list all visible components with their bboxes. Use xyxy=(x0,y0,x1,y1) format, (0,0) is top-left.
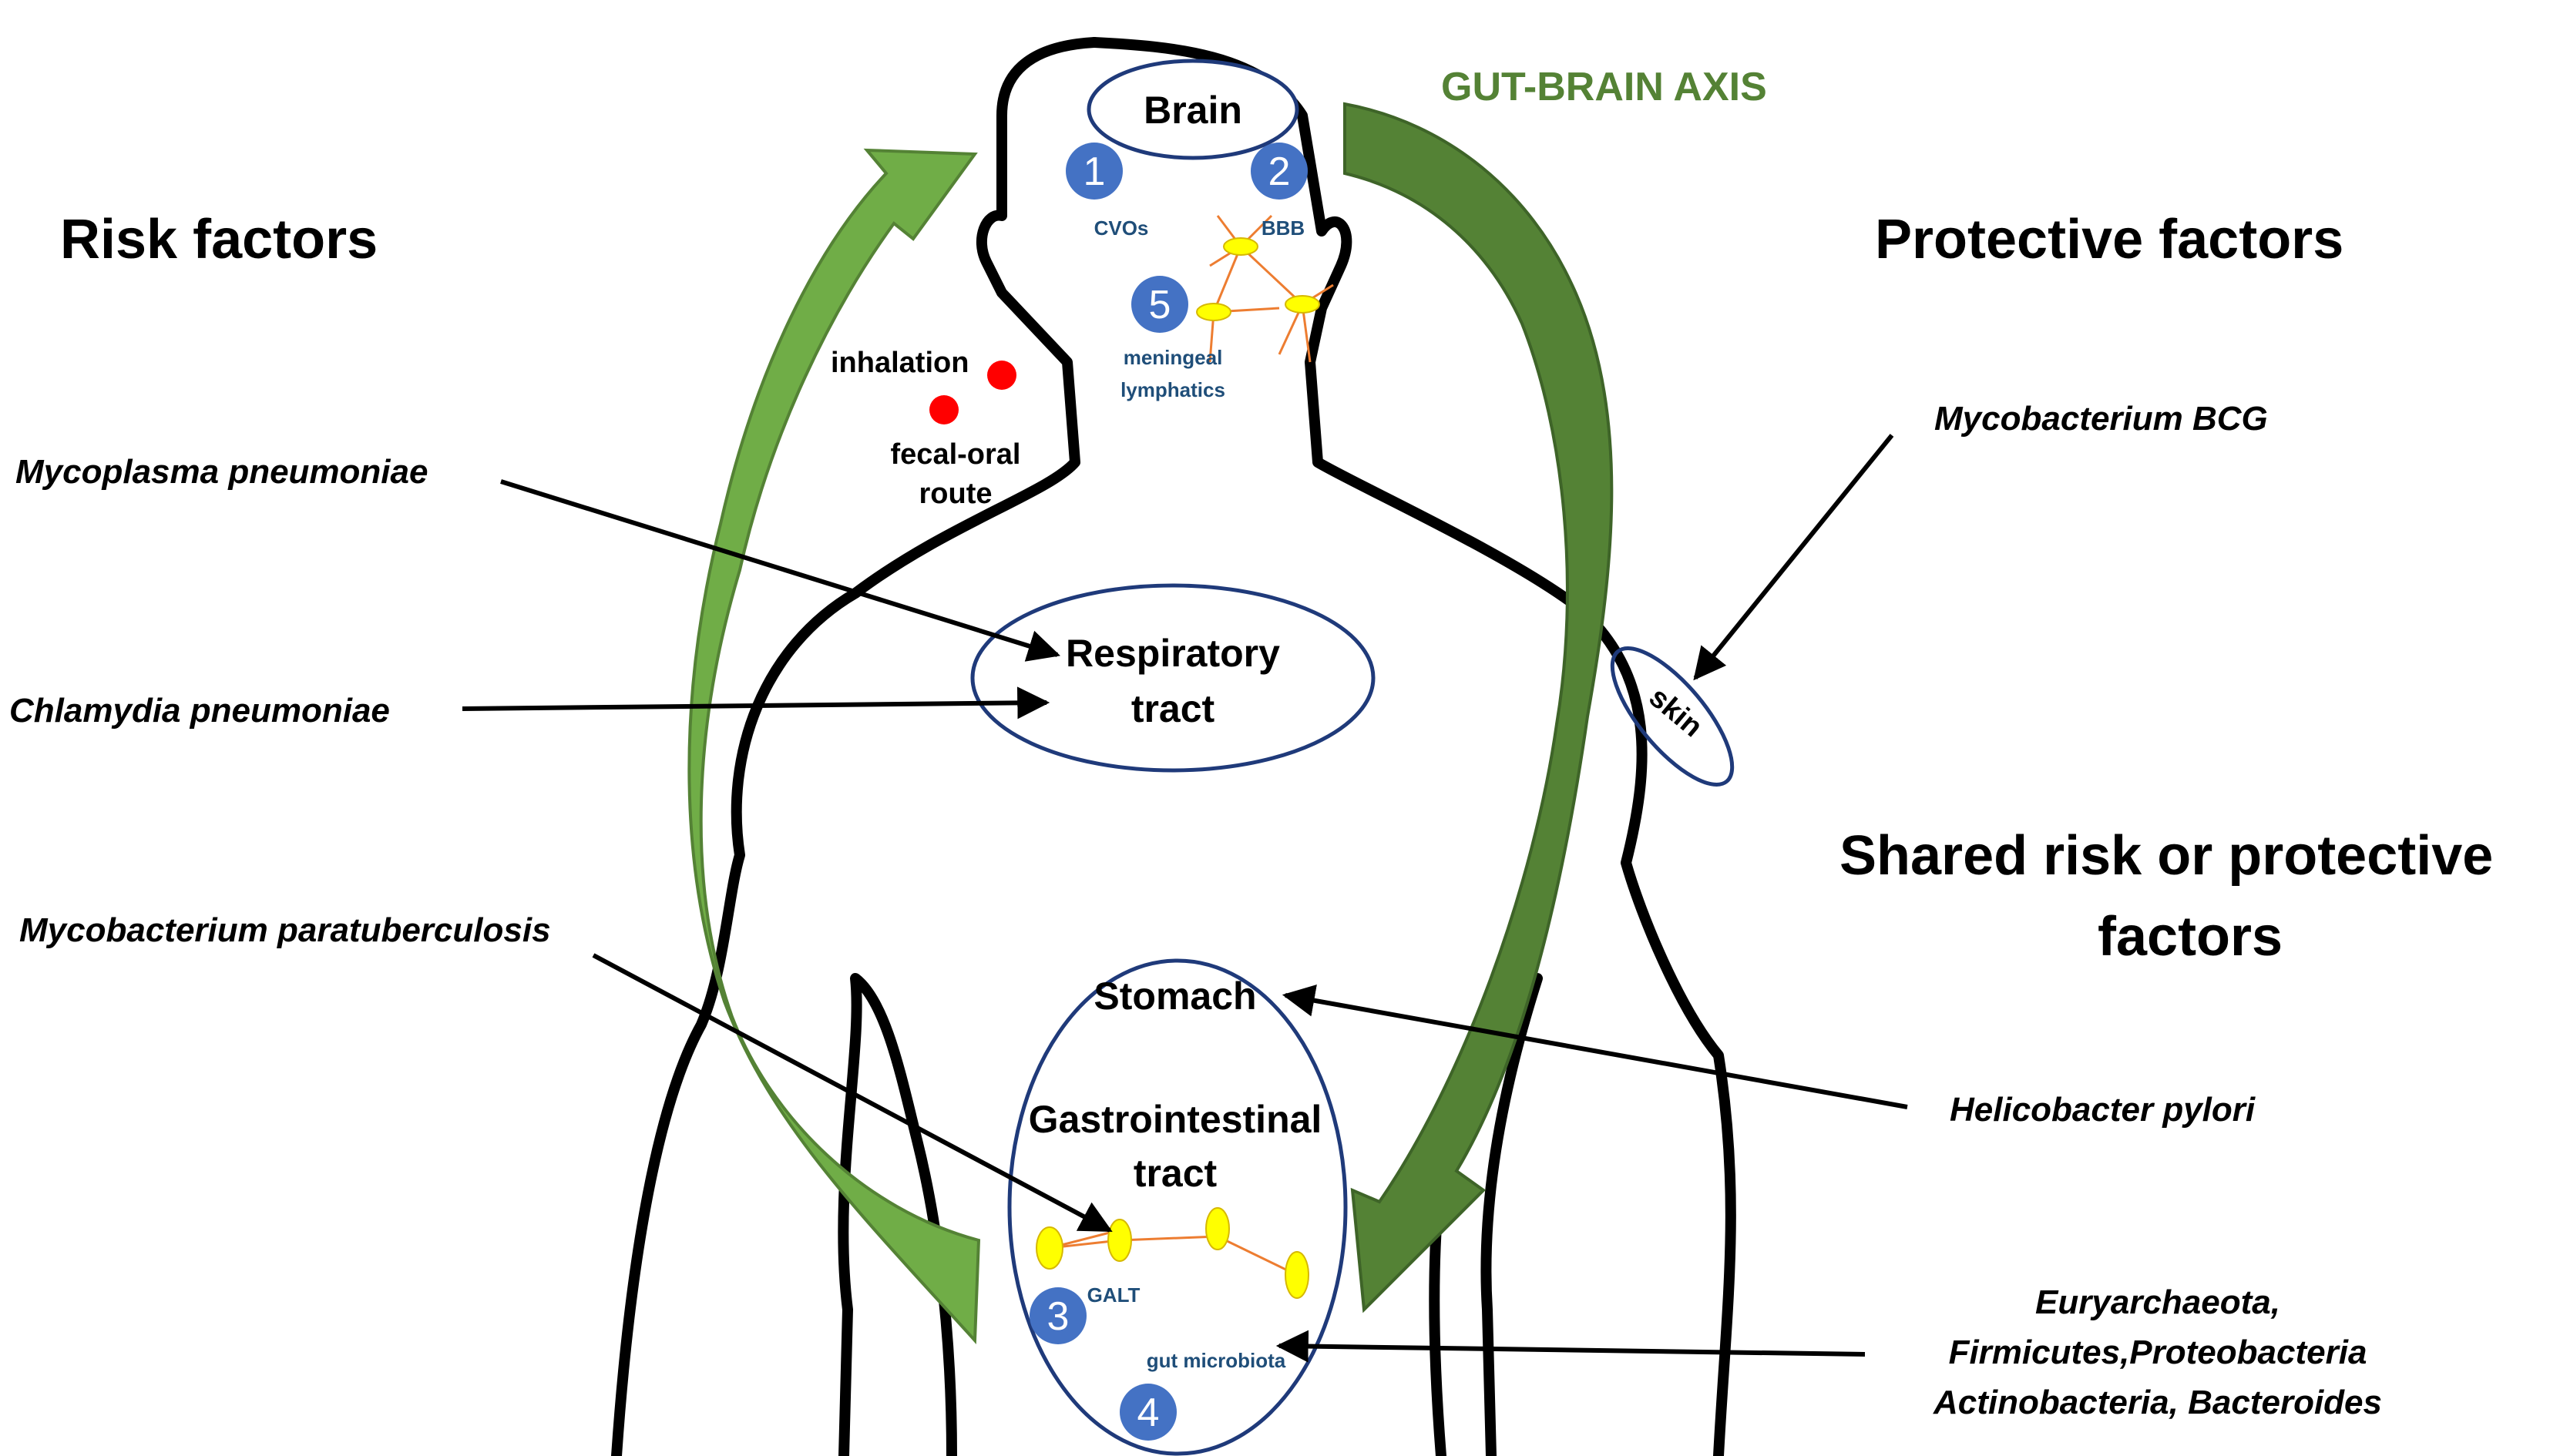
axis-title: GUT-BRAIN AXIS xyxy=(1441,65,1767,109)
helicobacter-label: Helicobacter pylori xyxy=(1950,1091,2256,1129)
galt-node xyxy=(1107,1219,1132,1262)
galt-network xyxy=(1036,1207,1309,1299)
site-label-cvos: CVOs xyxy=(1094,216,1149,240)
gut-to-brain-arrow xyxy=(687,148,981,1344)
brain-organ: Brain xyxy=(1087,59,1299,160)
mycoplasma-label: Mycoplasma pneumoniae xyxy=(15,453,428,491)
shared-factors-heading-line2: factors xyxy=(2098,906,2283,968)
meningeal-lymph-network xyxy=(1196,214,1334,363)
paratuberculosis-arrow xyxy=(592,953,1113,1233)
site-label-meningeal: meningeal xyxy=(1124,346,1223,369)
body-outline-left xyxy=(611,37,1100,1456)
lymph-node xyxy=(1196,303,1231,321)
brain-label: Brain xyxy=(1144,89,1242,132)
risk-factors-heading: Risk factors xyxy=(60,209,378,270)
respiratory-ellipse xyxy=(970,583,1376,773)
inhalation-label: inhalation xyxy=(831,347,969,379)
site-badge-2: 2 BBB xyxy=(1251,143,1308,240)
lymph-node xyxy=(1223,237,1258,256)
body-silhouette xyxy=(611,37,1736,1456)
respiratory-label-line2: tract xyxy=(1131,687,1215,730)
phyla-label-line3: Actinobacteria, Bacteroides xyxy=(1933,1384,2382,1421)
paratuberculosis-label: Mycobacterium paratuberculosis xyxy=(19,911,551,949)
skin-label: skin xyxy=(1643,681,1708,743)
site-badge-4: 4 gut microbiota xyxy=(1120,1349,1286,1441)
brain-ellipse xyxy=(1087,59,1299,160)
gi-label-line2: tract xyxy=(1134,1152,1218,1195)
lymph-node xyxy=(1285,295,1320,314)
fecal-oral-label-line2: route xyxy=(919,478,993,510)
galt-node xyxy=(1036,1226,1063,1270)
site-badge-5: 5 meningeal lymphatics xyxy=(1120,276,1225,401)
inhalation-dot xyxy=(987,361,1016,390)
bcg-arrow xyxy=(1693,434,1894,681)
mycoplasma-arrow xyxy=(500,479,1061,662)
brain-to-gut-arrow xyxy=(1343,102,1614,1313)
phyla-label-line2: Firmicutes,Proteobacteria xyxy=(1949,1334,2367,1371)
gi-ellipse xyxy=(1007,958,1348,1456)
fecal-oral-label-line1: fecal-oral xyxy=(891,438,1021,471)
galt-node xyxy=(1285,1251,1309,1299)
infection-routes: inhalation fecal-oral route xyxy=(831,347,1020,510)
site-badge-number: 1 xyxy=(1083,149,1106,194)
respiratory-tract-organ: Respiratory tract xyxy=(970,583,1376,773)
skin-ellipse xyxy=(1610,646,1735,787)
site-badge-number: 2 xyxy=(1268,149,1291,194)
pointer-arrows xyxy=(462,434,1908,1363)
chlamydia-arrow xyxy=(462,686,1050,720)
site-badge-1: 1 CVOs xyxy=(1066,143,1148,240)
fecal-oral-dot xyxy=(929,395,959,424)
stomach-label: Stomach xyxy=(1094,975,1256,1018)
site-badge-number: 5 xyxy=(1149,283,1171,327)
site-badge-number: 4 xyxy=(1137,1391,1160,1435)
bcg-label: Mycobacterium BCG xyxy=(1934,400,2268,438)
site-label-bbb: BBB xyxy=(1262,216,1305,240)
shared-factors-heading-line1: Shared risk or protective xyxy=(1839,825,2493,887)
site-label-lymphatics: lymphatics xyxy=(1120,378,1225,401)
gut-brain-axis-arrows xyxy=(687,102,1614,1344)
site-badge-3: 3 GALT xyxy=(1030,1283,1141,1344)
galt-node xyxy=(1205,1207,1230,1250)
site-badge-number: 3 xyxy=(1047,1294,1070,1339)
chlamydia-label: Chlamydia pneumoniae xyxy=(9,692,390,730)
respiratory-label-line1: Respiratory xyxy=(1066,632,1280,675)
phyla-label-line1: Euryarchaeota, xyxy=(2035,1283,2280,1321)
protective-factors-heading: Protective factors xyxy=(1875,209,2343,270)
gi-label-line1: Gastrointestinal xyxy=(1029,1098,1322,1141)
site-label-gut-microbiota: gut microbiota xyxy=(1147,1349,1286,1372)
gastrointestinal-organ: Stomach Gastrointestinal tract xyxy=(1007,958,1348,1456)
site-label-galt: GALT xyxy=(1087,1283,1141,1307)
helicobacter-arrow xyxy=(1282,985,1908,1109)
phyla-arrow xyxy=(1275,1330,1866,1363)
